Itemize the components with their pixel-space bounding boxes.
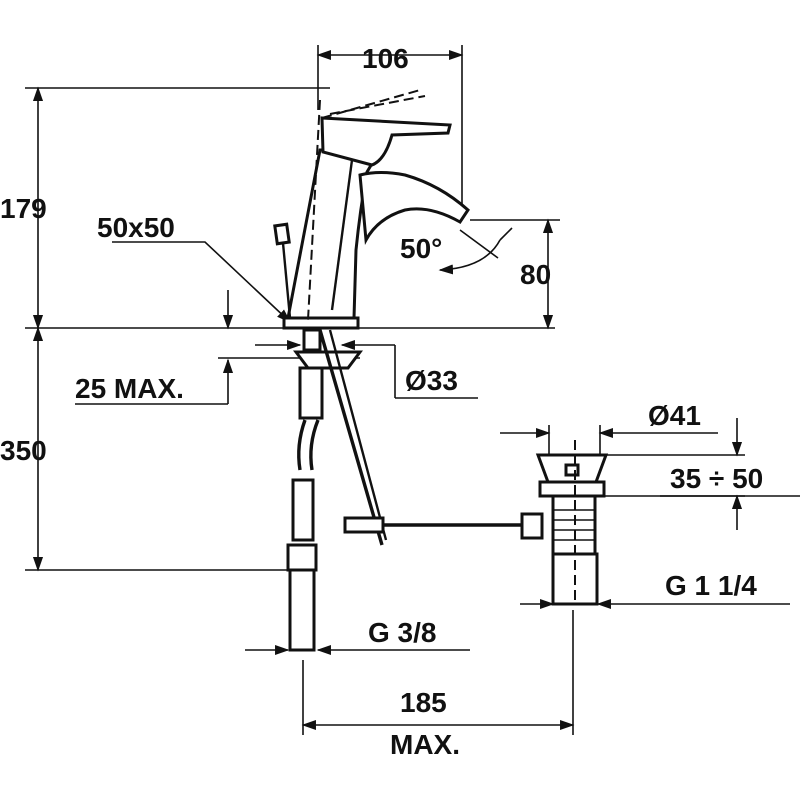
- label-supply-length: 350: [0, 435, 47, 466]
- label-base-size: 50x50: [97, 212, 175, 243]
- label-mount-hole: Ø33: [405, 365, 458, 396]
- label-waste-adjust: 35 ÷ 50: [670, 463, 763, 494]
- label-spout-reach: 106: [362, 43, 409, 74]
- label-supply-thread: G 3/8: [368, 617, 436, 648]
- dimension-labels: 106 179 50x50 50° 80 Ø33 25 MAX. 350 Ø41…: [0, 43, 763, 760]
- lift-rod: [273, 222, 292, 319]
- label-rod-length-suffix: MAX.: [390, 729, 460, 760]
- popup-waste: [520, 440, 609, 606]
- label-lever-angle: 50°: [400, 233, 442, 264]
- label-rod-length: 185: [400, 687, 447, 718]
- label-waste-thread: G 1 1/4: [665, 570, 757, 601]
- label-spout-height: 80: [520, 259, 551, 290]
- faucet-body: [282, 89, 470, 330]
- under-deck-assembly: [286, 328, 525, 652]
- label-total-height: 179: [0, 193, 47, 224]
- label-waste-diameter: Ø41: [648, 400, 701, 431]
- label-deck-thickness: 25 MAX.: [75, 373, 184, 404]
